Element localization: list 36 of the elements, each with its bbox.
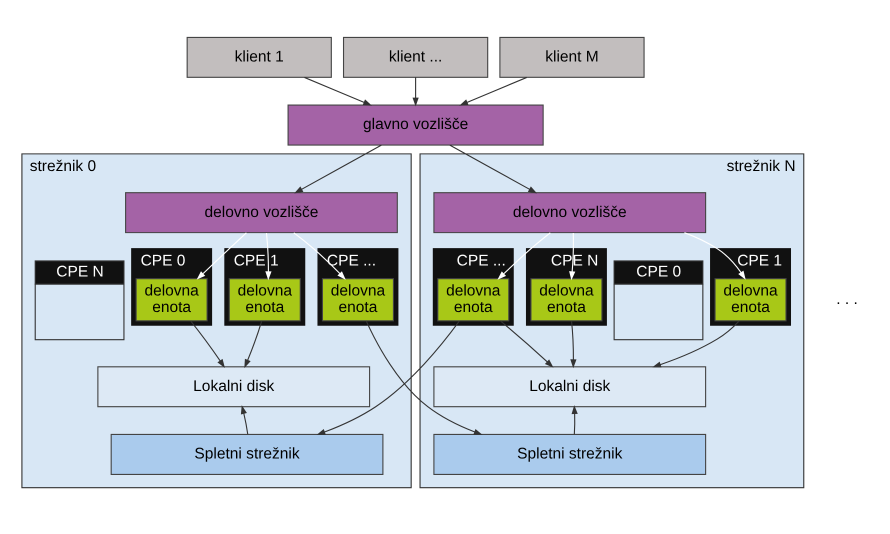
node-box: klient ...	[342, 36, 488, 78]
node-box: Lokalni disk	[433, 366, 706, 408]
arrow	[294, 144, 382, 194]
arrow	[196, 232, 247, 280]
arrow	[240, 405, 248, 434]
arrow	[265, 232, 272, 280]
label: . . .	[836, 290, 858, 308]
arrow	[366, 320, 483, 435]
arrow	[190, 320, 225, 368]
arrow	[684, 232, 746, 280]
arrow	[304, 76, 372, 106]
node-box: klient M	[499, 36, 645, 78]
arrow	[459, 76, 527, 106]
node-box: glavno vozlišče	[288, 104, 544, 146]
arrow	[450, 144, 538, 194]
arrow	[293, 232, 346, 280]
node-box: delovna enota	[322, 278, 394, 322]
node-box: Lokalni disk	[97, 366, 370, 408]
node-box: delovno vozlišče	[125, 192, 398, 234]
arrow	[652, 320, 740, 368]
node-box: delovna enota	[136, 278, 208, 322]
arrow	[572, 405, 578, 434]
arrow	[244, 320, 262, 368]
node-box: delovna enota	[437, 278, 510, 322]
node-box: klient 1	[186, 36, 332, 78]
node-box: delovna enota	[530, 278, 602, 322]
node-box: delovno vozlišče	[433, 192, 706, 234]
node-box: Spletni strežnik	[110, 434, 384, 475]
node-box: Spletni strežnik	[433, 434, 706, 475]
node-box: delovna enota	[228, 278, 301, 322]
arrow	[500, 320, 554, 368]
arrow	[497, 232, 551, 280]
node-box: delovna enota	[714, 278, 787, 322]
arrow	[316, 320, 460, 435]
arrow	[570, 320, 576, 368]
arrow	[412, 77, 419, 106]
